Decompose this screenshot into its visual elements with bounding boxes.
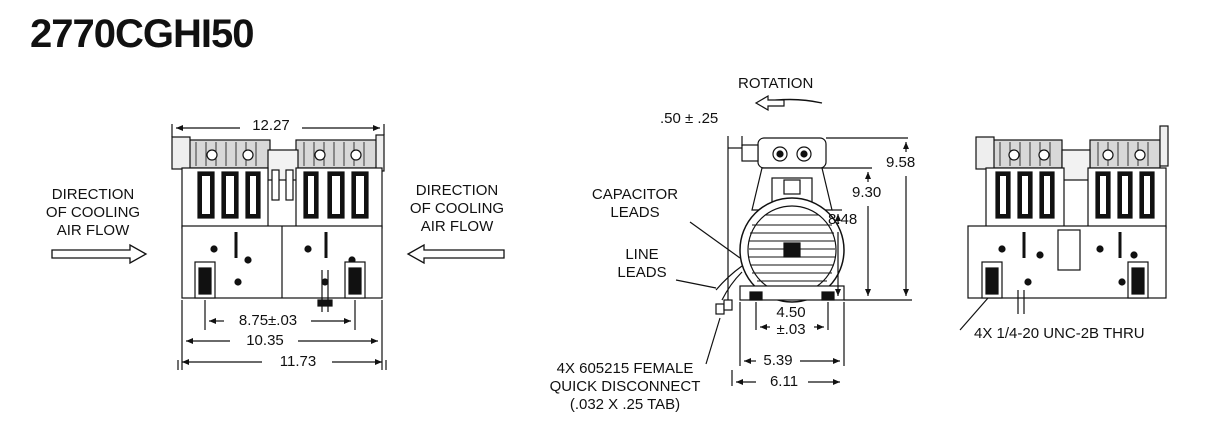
disconnect-note: 4X 605215 FEMALE QUICK DISCONNECT (.032 … [549, 360, 701, 413]
capacitor-leads-label: CAPACITOR LEADS [591, 186, 679, 221]
airflow-label-left: DIRECTION OF COOLING AIR FLOW [45, 186, 141, 239]
dim-overall-width: 11.73 [279, 353, 317, 370]
rotation-arrow [754, 94, 785, 112]
dim-base-width: 10.35 [246, 332, 284, 349]
thread-note: 4X 1/4-20 UNC-2B THRU [974, 325, 1145, 342]
line-leads-label: LINE LEADS [617, 246, 667, 281]
dim-base-inner: 4.50 ±.03 [776, 304, 806, 338]
airflow-arrow-right [406, 243, 505, 265]
dim-height-low: 8.48 [828, 211, 858, 228]
dim-base-mid: 5.39 [763, 352, 793, 369]
rear-view [959, 125, 1169, 331]
airflow-arrow-left [51, 243, 148, 265]
dim-base-overall: 6.11 [769, 373, 799, 390]
dim-offset: .50 ± .25 [660, 110, 719, 127]
dim-mount-spacing: 8.75±.03 [238, 312, 298, 329]
airflow-label-right: DIRECTION OF COOLING AIR FLOW [409, 182, 505, 235]
rotation-label: ROTATION [738, 75, 814, 92]
dim-height-overall: 9.58 [886, 154, 916, 171]
dim-height-mid: 9.30 [852, 184, 882, 201]
side-view [675, 94, 912, 386]
page-title: 2770CGHI50 [30, 12, 254, 56]
dim-width-top: 12.27 [252, 117, 290, 134]
front-view [171, 124, 387, 370]
